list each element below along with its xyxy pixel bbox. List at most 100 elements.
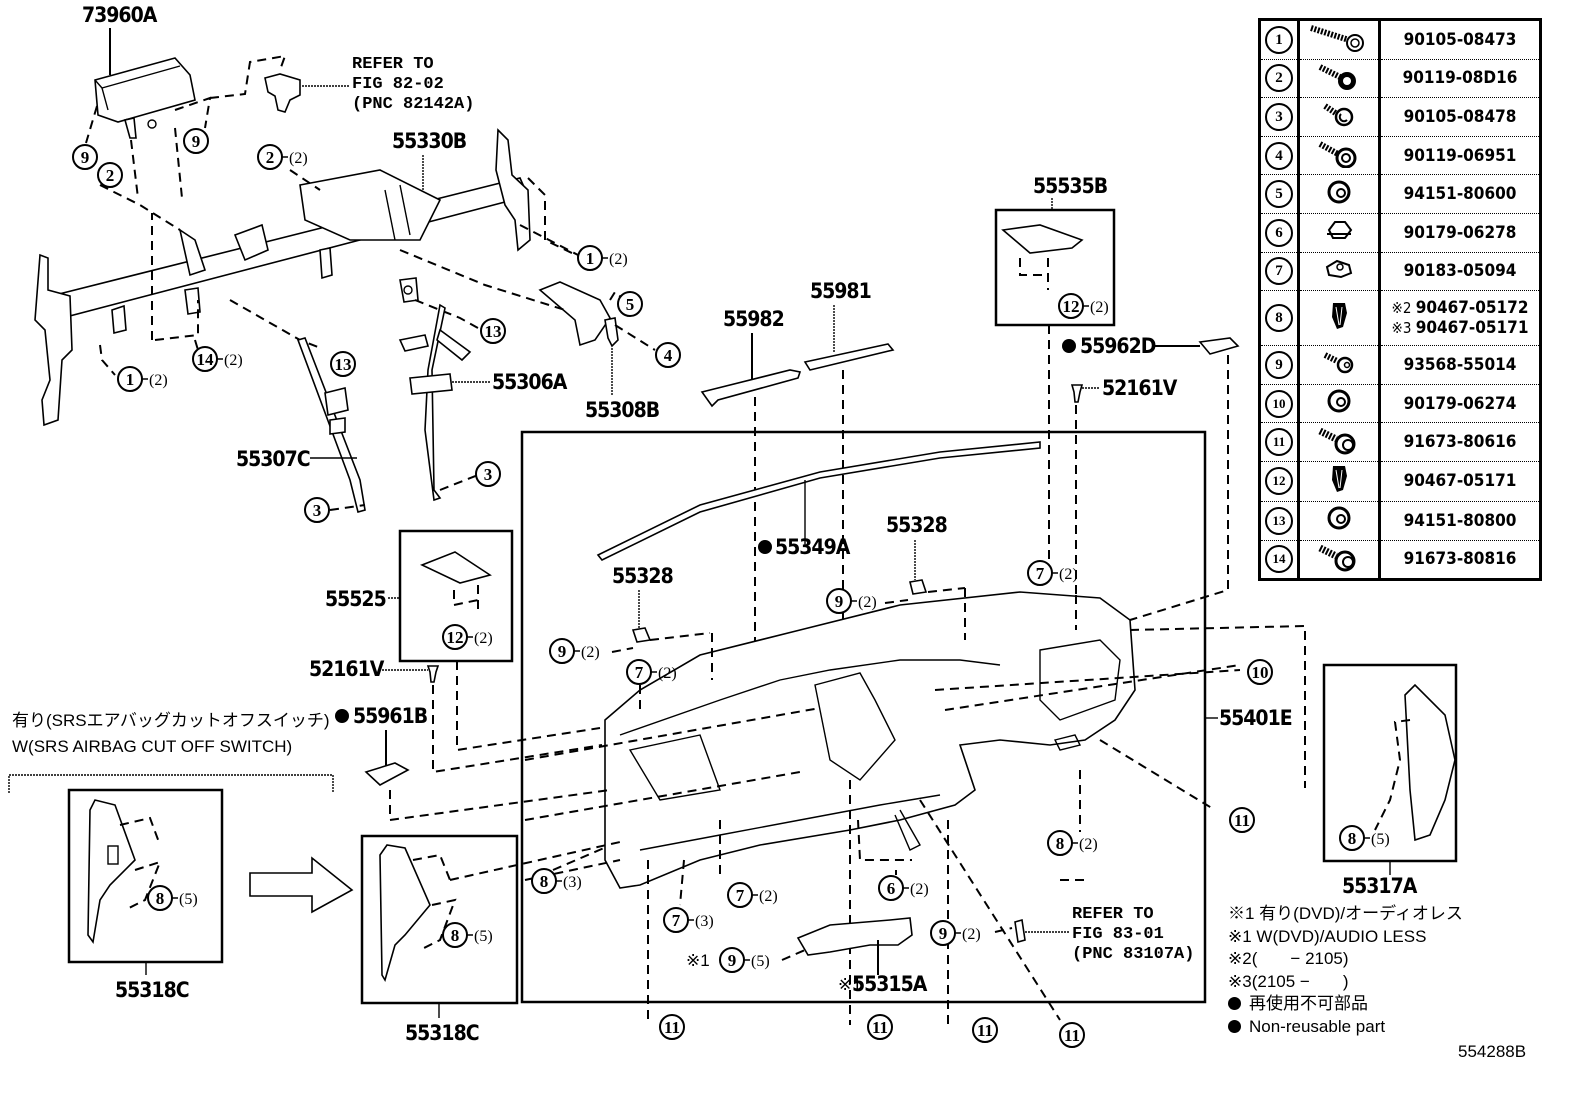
svg-text:55401E[interactable]: 55401E (1219, 706, 1293, 730)
callout-1[interactable]: 1(2) (577, 245, 628, 271)
fastener-number-cell: 9 (1259, 345, 1300, 385)
svg-text:55330B[interactable]: 55330B (392, 129, 468, 153)
airbag-assembly[interactable]: 73960A (82, 3, 287, 199)
svg-text:55318C[interactable]: 55318C (115, 978, 190, 1002)
callout-11[interactable]: 11 (1229, 807, 1255, 833)
svg-text:55525[interactable]: 55525 (325, 587, 387, 611)
duct-55981[interactable]: 55981 (803, 279, 895, 650)
callout-6[interactable]: 6(2) (878, 875, 929, 901)
fastener-part-number[interactable]: 91673-80816 (1379, 540, 1541, 581)
svg-text:55317A[interactable]: 55317A (1342, 874, 1419, 898)
fastener-part-number[interactable]: 90467-05171 (1379, 461, 1541, 502)
svg-text:55535B[interactable]: 55535B (1033, 174, 1109, 198)
callout-7[interactable]: 7(2) (727, 882, 778, 908)
fastener-part-number[interactable]: 90105-08473 (1379, 19, 1541, 60)
callout-9[interactable]: 9(2) (930, 920, 981, 946)
callout-3[interactable]: 3 (304, 497, 330, 523)
svg-text:55349A[interactable]: 55349A (775, 535, 852, 559)
svg-text:FIG 83-01: FIG 83-01 (1072, 925, 1164, 944)
callout-8[interactable]: 8(2) (1047, 830, 1098, 856)
svg-text:55315A[interactable]: 55315A (852, 972, 929, 996)
fastener-part-number[interactable]: 93568-55014 (1379, 345, 1541, 385)
callout-12[interactable]: 12(2) (442, 624, 493, 650)
fastener-part-number[interactable]: 94151-80600 (1379, 174, 1541, 214)
svg-text:55307C[interactable]: 55307C (236, 447, 311, 471)
fastener-part-number[interactable]: 91673-80616 (1379, 422, 1541, 462)
svg-text:55328[interactable]: 55328 (886, 513, 948, 537)
fastener-part-number[interactable]: 90119-06951 (1379, 136, 1541, 176)
reference-fig-82-02[interactable]: REFER TO FIG 82-02 (PNC 82142A) (352, 55, 474, 114)
callout-9[interactable]: 9 (183, 128, 209, 154)
callout-7[interactable]: 7(3) (663, 907, 714, 933)
callout-2[interactable]: 2(2) (257, 144, 308, 170)
callout-13[interactable]: 13 (330, 351, 356, 377)
instrument-panel-55401E[interactable]: 55401E (520, 430, 1306, 1025)
fastener-number: 11 (1265, 428, 1293, 457)
bracket-55315A[interactable]: ※1 55315A (781, 917, 929, 996)
duct-55982[interactable]: 55982 (700, 307, 802, 680)
svg-text:55981[interactable]: 55981 (810, 279, 872, 303)
callout-11[interactable]: 11 (659, 1014, 685, 1040)
brace-55306A[interactable]: 55306A (398, 303, 569, 502)
callout-3[interactable]: 3 (475, 461, 501, 487)
fastener-part-number[interactable]: 90179-06274 (1379, 384, 1541, 424)
svg-text:52161V[interactable]: 52161V (1102, 376, 1179, 400)
nut-icon (1298, 384, 1381, 424)
svg-text:52161V[interactable]: 52161V (309, 657, 386, 681)
brace-55308B[interactable]: 55308B (585, 348, 661, 422)
callout-2[interactable]: 2 (97, 162, 123, 188)
svg-text:55962D[interactable]: 55962D (1080, 334, 1157, 358)
callout-9[interactable]: 9 (72, 144, 98, 170)
callout-8[interactable]: 8(3) (531, 868, 582, 894)
brace-55307C[interactable]: 55307C (236, 337, 366, 513)
callout-8[interactable]: 8(5) (442, 922, 493, 948)
callout-quantity: (2) (609, 251, 628, 268)
clip-52161V-left[interactable]: 52161V (309, 657, 603, 774)
clip-55328-center[interactable]: 55328 (884, 513, 966, 604)
clip-52161V-right[interactable]: 52161V (1070, 376, 1179, 620)
fastener-part-number[interactable]: ※2 90467-05172※3 90467-05171 (1379, 290, 1541, 347)
callout-9[interactable]: 9(2) (549, 638, 600, 664)
callout-7[interactable]: 7(2) (626, 659, 677, 685)
cover-55535B[interactable]: 55535B (994, 174, 1116, 560)
callout-11[interactable]: 11 (1059, 1022, 1085, 1048)
fastener-part-number[interactable]: 90179-06278 (1379, 213, 1541, 253)
fastener-part-number[interactable]: 90119-08D16 (1379, 59, 1541, 99)
fastener-part-number[interactable]: 90183-05094 (1379, 252, 1541, 292)
fastener-number: 5 (1265, 180, 1293, 209)
cover-55525[interactable]: 55525 (325, 529, 601, 752)
svg-text:55328[interactable]: 55328 (612, 564, 674, 588)
callout-11[interactable]: 11 (867, 1014, 893, 1040)
fastener-number: 14 (1265, 545, 1293, 574)
svg-text:55982[interactable]: 55982 (723, 307, 785, 331)
svg-text:55961B[interactable]: 55961B (353, 704, 429, 728)
callout-14[interactable]: 14(2) (192, 346, 243, 372)
side-cover-55317A[interactable]: 55317A (1322, 663, 1458, 898)
side-cover-55318C[interactable]: 55318C (360, 834, 621, 1045)
callout-11[interactable]: 11 (972, 1017, 998, 1043)
callout-10[interactable]: 10 (1247, 659, 1273, 685)
callout-7[interactable]: 7(2) (1027, 560, 1078, 586)
svg-text:55308B[interactable]: 55308B (585, 398, 661, 422)
vent-55961B[interactable]: 55961B (335, 704, 611, 822)
svg-text:55318C[interactable]: 55318C (405, 1021, 480, 1045)
reinforcement-55330B[interactable]: 55330B (34, 128, 656, 427)
fastener-part-number[interactable]: 94151-80800 (1379, 501, 1541, 541)
side-cover-55318C-with-switch[interactable]: 55318C (67, 788, 224, 1002)
part-label-73960A[interactable]: 73960A (82, 3, 159, 27)
vent-55962D[interactable]: 55962D (1062, 334, 1240, 621)
callout-8[interactable]: 8(5) (1339, 825, 1390, 851)
svg-text:55306A[interactable]: 55306A (492, 370, 569, 394)
callout-5[interactable]: 5 (617, 291, 643, 317)
clip-55328-left[interactable]: 55328 (611, 564, 711, 653)
fastener-part-number[interactable]: 90105-08478 (1379, 97, 1541, 137)
reference-fig-83-01[interactable]: REFER TO FIG 83-01 (PNC 83107A) (994, 905, 1194, 964)
callout-8[interactable]: 8(5) (147, 885, 198, 911)
callout-9[interactable]: 9(5) (719, 947, 770, 973)
callout-13[interactable]: 13 (480, 318, 506, 344)
callout-4[interactable]: 4 (655, 342, 681, 368)
callout-1[interactable]: 1(2) (117, 366, 168, 392)
callout-12[interactable]: 12(2) (1058, 293, 1109, 319)
callout-9[interactable]: 9(2) (826, 588, 877, 614)
seal-55349A[interactable]: 55349A (758, 535, 852, 559)
